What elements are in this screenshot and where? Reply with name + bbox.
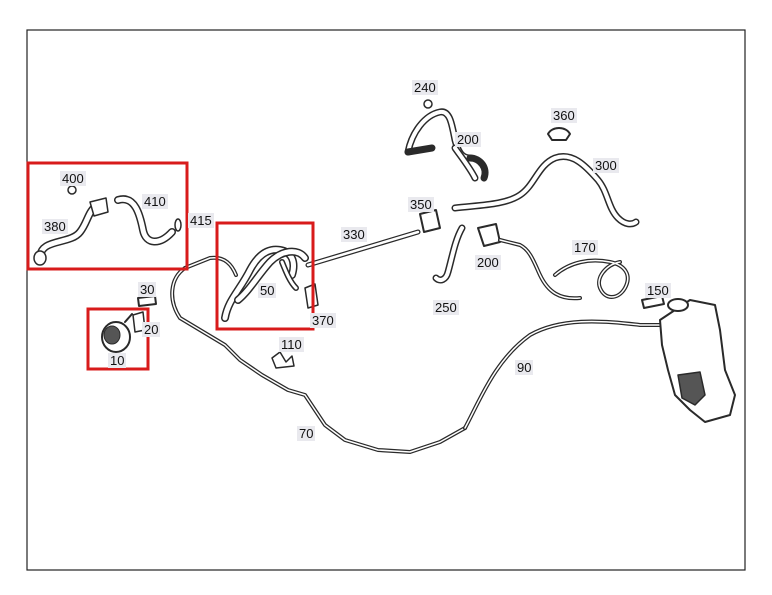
callout-50: 50 [258, 283, 277, 298]
hose-410-inner [115, 196, 175, 244]
clamp-360 [547, 127, 571, 141]
callout-400: 400 [60, 171, 86, 186]
reservoir-tank [659, 299, 736, 423]
line-170-inner [554, 259, 629, 298]
connector-400 [89, 197, 109, 217]
callout-300: 300 [593, 158, 619, 173]
highlight-box-hoses-380-410 [26, 161, 189, 271]
diagram-frame [26, 29, 746, 571]
callout-360: 360 [551, 108, 577, 123]
hose-50-b-inner [235, 249, 308, 303]
callout-170: 170 [572, 240, 598, 255]
clip-110 [271, 351, 295, 369]
callout-110: 110 [279, 337, 304, 352]
line-upper-feed [183, 255, 238, 277]
valve-200-line [498, 238, 582, 301]
hose-380-inner [37, 202, 101, 261]
callout-410: 410 [142, 194, 168, 209]
callout-370: 370 [310, 313, 336, 328]
valve-200 [477, 223, 501, 247]
callout-200-upper: 200 [455, 132, 481, 147]
line-170 [553, 258, 630, 299]
reservoir-detail [677, 371, 706, 406]
line-330-inner [306, 230, 420, 267]
bolt-30 [137, 295, 157, 307]
clamp-240 [423, 99, 433, 109]
callout-380: 380 [42, 219, 68, 234]
callout-415: 415 [188, 213, 214, 228]
hose-200-upper [404, 144, 489, 182]
callout-10: 10 [108, 353, 127, 368]
callout-150: 150 [645, 283, 671, 298]
reservoir-cap [667, 298, 689, 312]
valve-200-line-inner [499, 239, 581, 300]
hose-380-end [33, 250, 47, 266]
line-90-inner [464, 320, 661, 429]
line-upper-feed-inner [184, 256, 237, 276]
callout-330: 330 [341, 227, 367, 242]
line-70-inner [171, 267, 466, 453]
block-350 [419, 209, 441, 233]
callout-30: 30 [138, 282, 157, 297]
callout-350: 350 [408, 197, 434, 212]
callout-20: 20 [142, 322, 161, 337]
hose-50-a-inner [222, 247, 296, 321]
pump-10-face [103, 325, 121, 345]
hose-250-inner [434, 226, 464, 282]
hose-50-c-inner [280, 260, 298, 290]
callout-250: 250 [433, 300, 459, 315]
clamp-415 [174, 218, 182, 232]
callout-70: 70 [297, 426, 316, 441]
pump-10-port [124, 313, 133, 323]
callout-240: 240 [412, 80, 438, 95]
callout-200-lower: 200 [475, 255, 501, 270]
highlight-box-pump-10 [86, 307, 150, 371]
hose-200-upper-b-inner [453, 146, 477, 180]
bolt-400 [67, 185, 77, 195]
hose-300-inner [453, 154, 638, 226]
callout-90: 90 [515, 360, 534, 375]
highlight-box-hose-50 [215, 221, 315, 331]
